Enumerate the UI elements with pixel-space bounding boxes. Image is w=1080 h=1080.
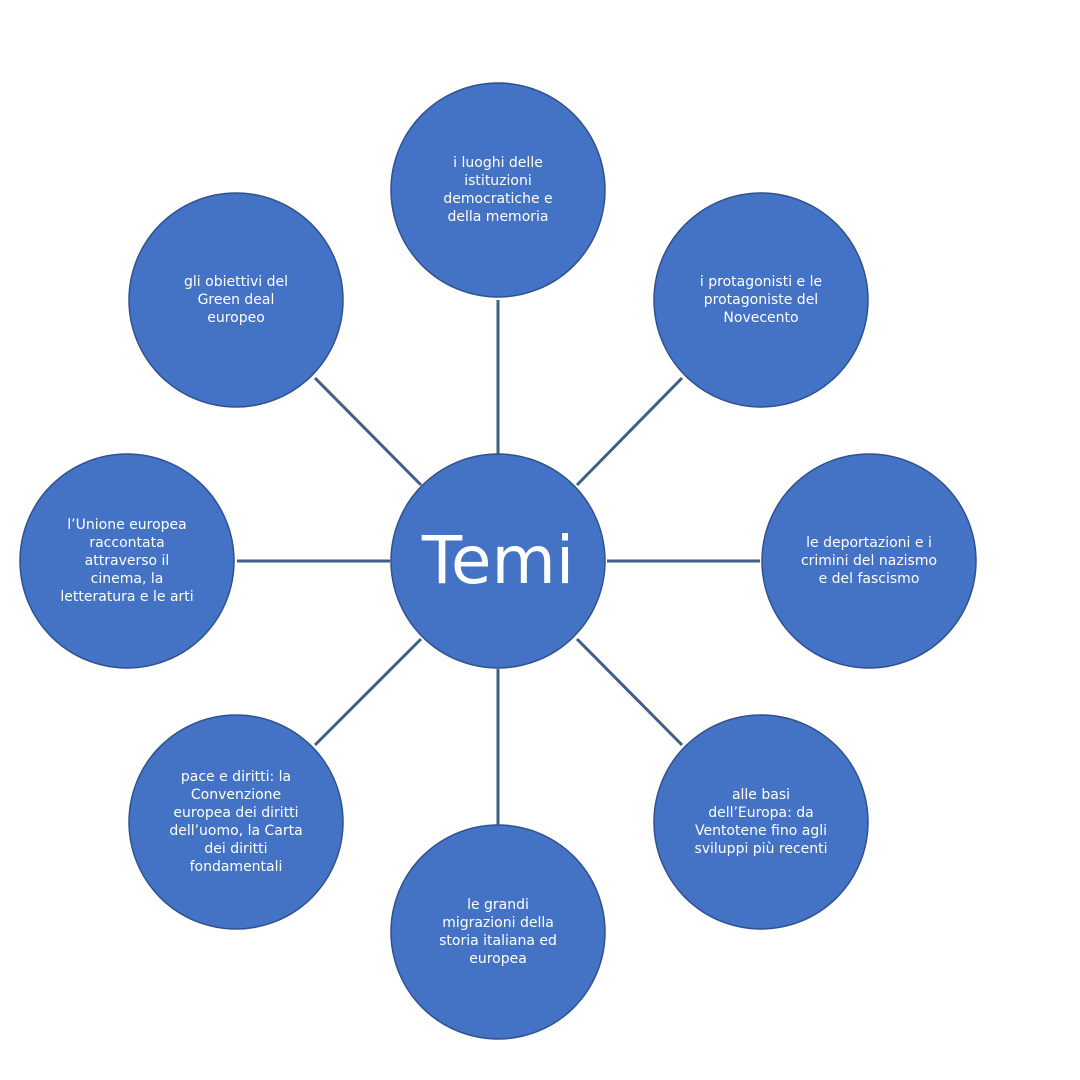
connector-4: [575, 637, 684, 747]
node-circle-6: [128, 714, 344, 930]
node-label-2: i protagonisti e le protagoniste del Nov…: [699, 274, 823, 326]
node-label-5: le grandi migrazioni della storia italia…: [439, 897, 557, 967]
node-label-3: le deportazioni e i crimini del nazismo …: [800, 535, 938, 587]
center-label: Temi: [421, 522, 575, 599]
node-circle-8: [128, 192, 344, 408]
connector-8: [313, 376, 423, 487]
node-label-4: alle basi dell’Europa: da Ventotene fino…: [694, 787, 828, 857]
node-circle-5: [390, 824, 606, 1040]
node-circle-2: [653, 192, 869, 408]
node-circle-4: [653, 714, 869, 930]
center-circle: [390, 453, 606, 669]
node-label-8: gli obiettivi del Green deal europeo: [184, 274, 288, 326]
node-circle-3: [761, 453, 977, 669]
connector-2: [575, 376, 684, 487]
node-circle-1: [390, 82, 606, 298]
node-label-7: l’Unione europea raccontata attraverso i…: [60, 517, 194, 605]
connector-6: [313, 637, 423, 747]
node-label-6: pace e diritti: la Convenzione europea d…: [169, 769, 303, 875]
node-circle-7: [19, 453, 235, 669]
node-label-1: i luoghi delle istituzioni democratiche …: [443, 155, 553, 225]
